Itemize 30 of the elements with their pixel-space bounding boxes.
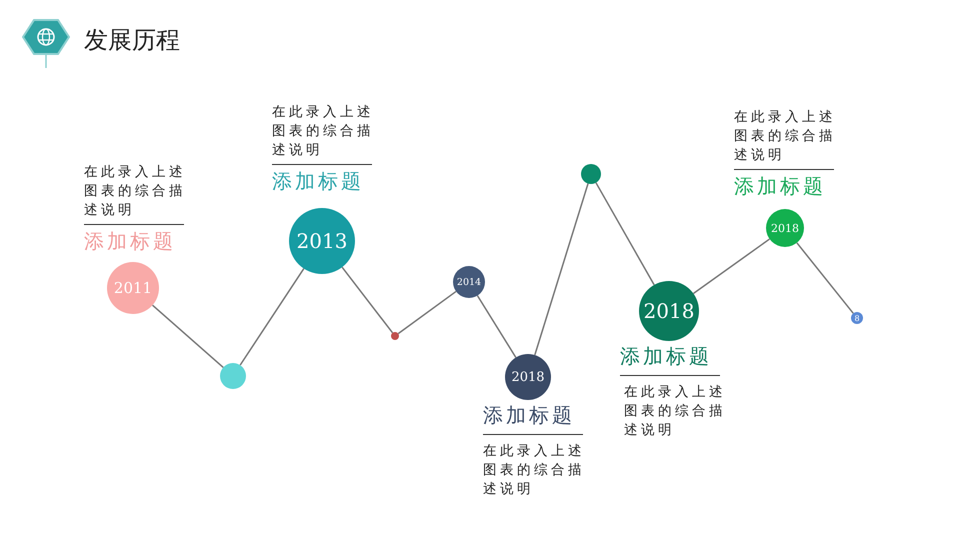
- heading-text: 添加标题: [620, 343, 712, 369]
- year-circle: 2018: [766, 209, 804, 247]
- description-text: 在此录入上述图表的综合描述说明: [624, 383, 727, 440]
- heading-text: 添加标题: [272, 168, 364, 194]
- connector-line: [476, 295, 516, 358]
- dot-circle: [581, 164, 601, 184]
- heading-text: 添加标题: [483, 402, 575, 428]
- year-circle: 2011: [107, 262, 159, 314]
- year-circle: 2013: [289, 208, 355, 274]
- connector-line: [152, 304, 224, 368]
- connector-line: [398, 290, 457, 334]
- description-text: 在此录入上述图表的综合描述说明: [272, 103, 375, 160]
- connector-line: [534, 183, 589, 356]
- year-circle: 2014: [453, 266, 485, 298]
- year-circle: 2018: [505, 354, 551, 400]
- dot-circle: [391, 332, 399, 340]
- connector-line: [595, 182, 655, 286]
- connector-line: [692, 238, 770, 294]
- connector-line: [342, 266, 394, 334]
- title: 发展历程: [84, 25, 180, 56]
- heading-text: 添加标题: [84, 228, 176, 254]
- description-text: 在此录入上述图表的综合描述说明: [734, 108, 837, 165]
- connector-line: [796, 242, 854, 314]
- description-text: 在此录入上述图表的综合描述说明: [84, 163, 187, 220]
- year-circle: 8: [851, 312, 863, 324]
- connector-line: [240, 268, 304, 366]
- description-text: 在此录入上述图表的综合描述说明: [483, 442, 586, 499]
- heading-text: 添加标题: [734, 173, 826, 199]
- year-circle: 2018: [639, 281, 699, 341]
- dot-circle: [220, 363, 246, 389]
